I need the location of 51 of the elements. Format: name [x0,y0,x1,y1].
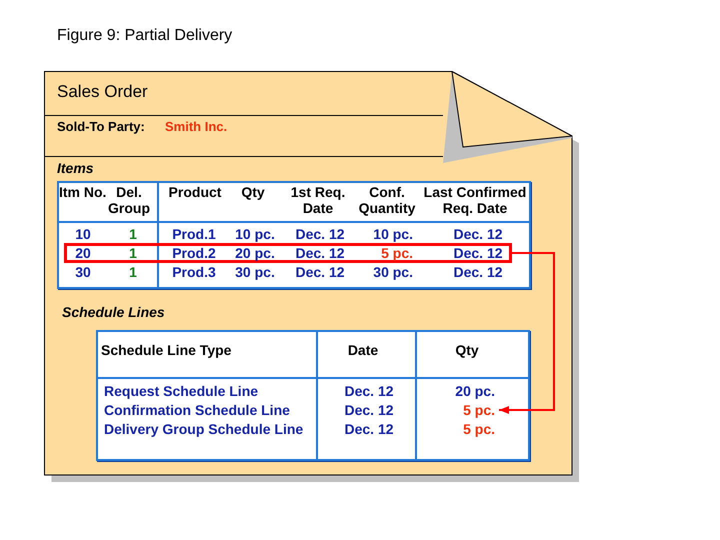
order-quantity: 10 pc. [235,226,275,242]
schedule-quantity: 5 pc. [463,402,495,418]
schedule-line-type: Request Schedule Line [104,383,258,399]
column-header: Schedule Line Type [101,342,232,358]
highlight-frame [64,243,512,263]
schedule-quantity: 20 pc. [455,383,495,399]
product-name: Prod.3 [172,264,216,280]
product-name: Prod.2 [172,245,216,261]
column-header: Qty [455,342,479,358]
schedule-line-type: Confirmation Schedule Line [104,402,290,418]
request-date: Dec. 12 [295,264,345,280]
column-header: Qty [241,184,265,200]
confirmed-date: Dec. 12 [453,245,503,261]
delivery-group: 1 [129,264,137,280]
confirmed-quantity: 5 pc. [381,245,413,261]
column-header: Conf. Quantity [358,184,416,216]
item-number: 10 [75,226,91,242]
item-number: 20 [75,245,91,261]
column-header: Del. Group [107,184,151,216]
order-quantity: 30 pc. [235,264,275,280]
column-header: Date [348,342,378,358]
section-heading: Items [57,160,94,176]
field-label: Sold-To Party: [57,119,145,134]
schedule-lines-table [96,330,530,461]
request-date: Dec. 12 [295,245,345,261]
schedule-line-type: Delivery Group Schedule Line [104,421,304,437]
items-table [57,181,531,289]
document-title: Sales Order [57,82,148,102]
schedule-date: Dec. 12 [344,383,394,399]
delivery-group: 1 [129,245,137,261]
schedule-quantity: 5 pc. [463,421,495,437]
connector-arrow [499,252,555,414]
delivery-group: 1 [129,226,137,242]
column-header: 1st Req. Date [290,184,346,216]
column-header: Product [168,184,222,200]
item-number: 30 [75,264,91,280]
field-value: Smith Inc. [165,119,228,134]
confirmed-date: Dec. 12 [453,226,503,242]
column-header: Itm No. [59,184,106,200]
order-quantity: 20 pc. [235,245,275,261]
confirmed-quantity: 30 pc. [373,264,413,280]
confirmed-date: Dec. 12 [453,264,503,280]
product-name: Prod.1 [172,226,216,242]
request-date: Dec. 12 [295,226,345,242]
column-header: Last Confirmed Req. Date [423,184,527,216]
sales-order-document [44,71,580,483]
section-heading: Schedule Lines [62,304,165,320]
confirmed-quantity: 10 pc. [373,226,413,242]
schedule-date: Dec. 12 [344,402,394,418]
schedule-date: Dec. 12 [344,421,394,437]
figure-title: Figure 9: Partial Delivery [57,27,232,45]
